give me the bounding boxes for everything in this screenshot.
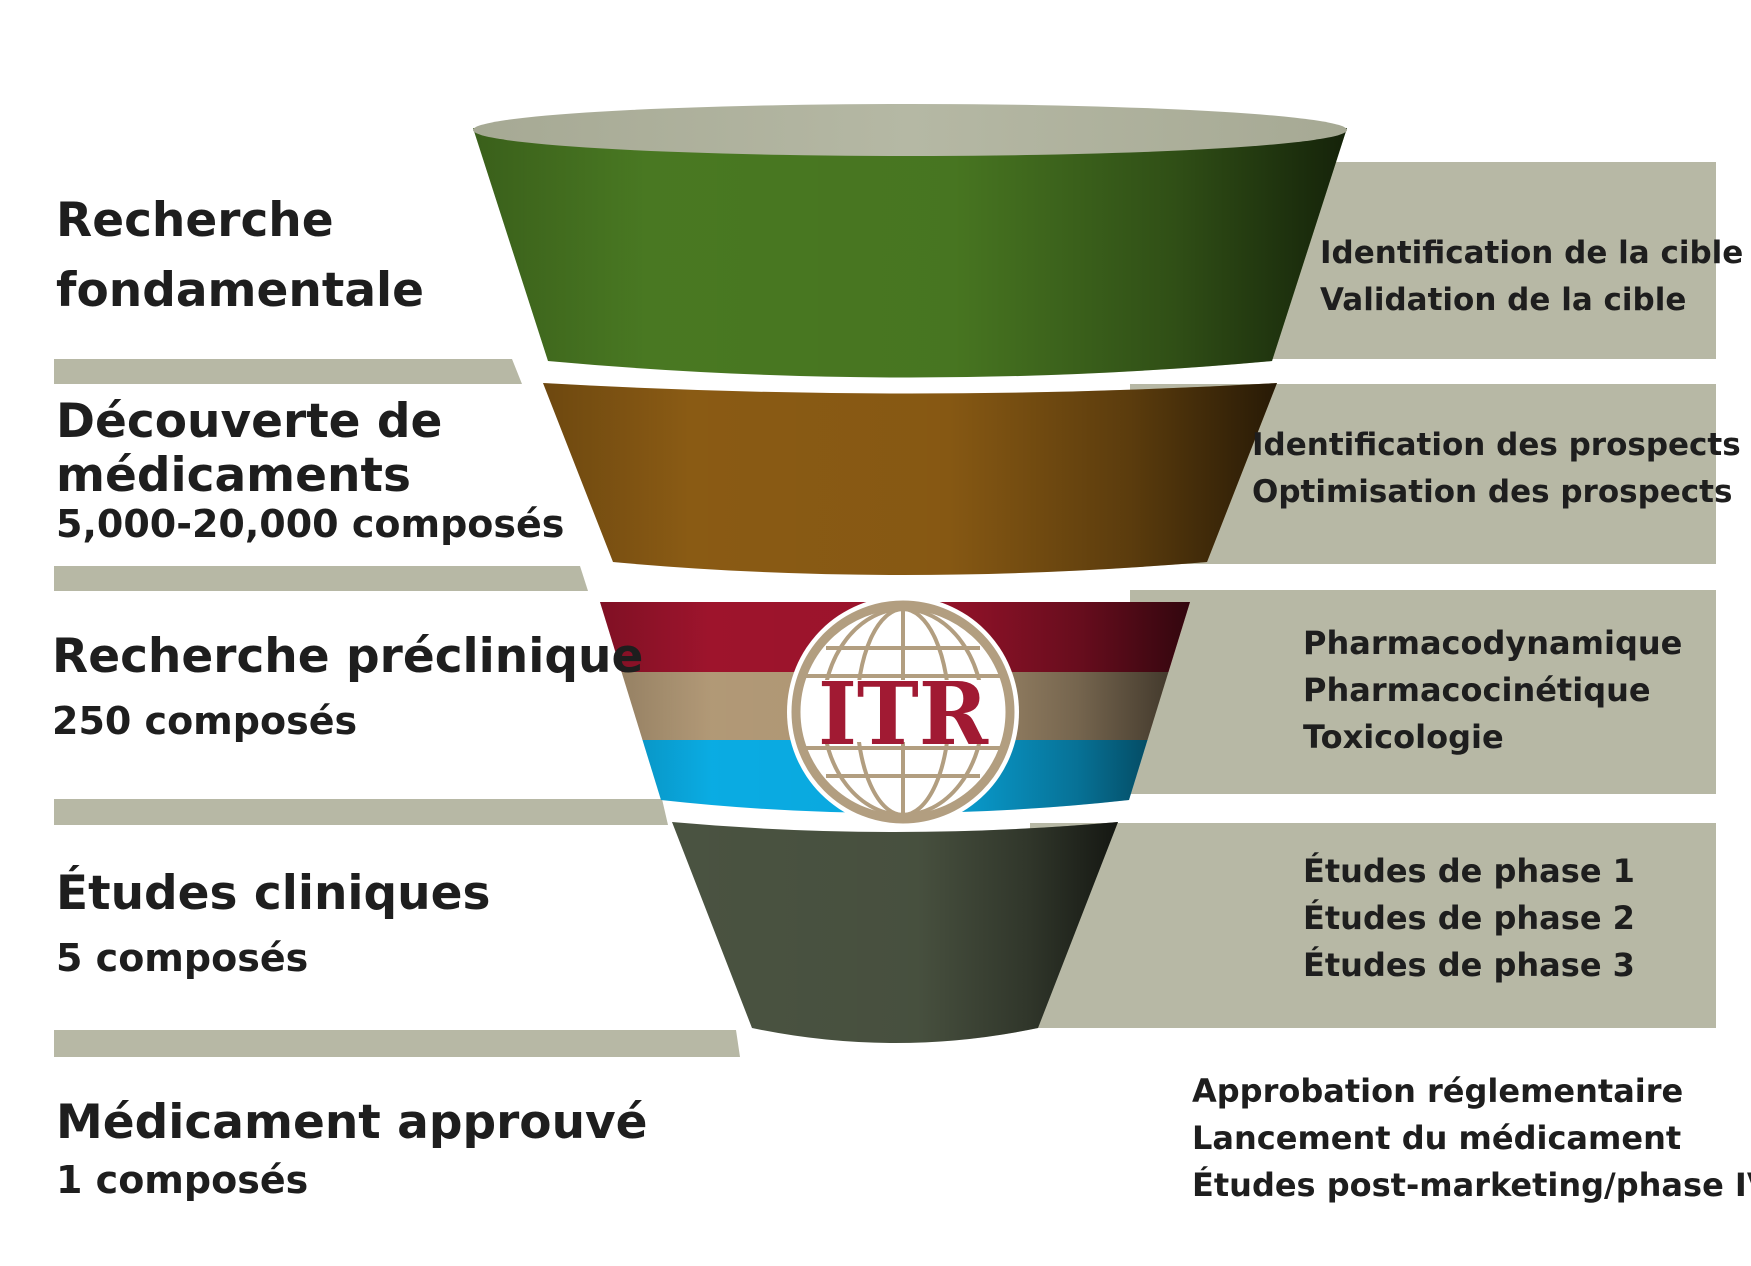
funnel-segment-drug-discovery: [543, 383, 1277, 575]
stage-5-title: Médicament approuvé: [56, 1096, 648, 1150]
stage-title-line: Recherche préclinique: [52, 629, 644, 684]
step-item: Toxicologie: [1303, 718, 1504, 756]
stage-3-steps: Pharmacodynamique Pharmacocinétique Toxi…: [1303, 620, 1682, 761]
step-item: Pharmacodynamique: [1303, 624, 1683, 662]
stage-title-line: Découverte de: [56, 394, 443, 449]
funnel-rim: [473, 104, 1347, 156]
divider-bar: [54, 359, 522, 384]
step-item: Pharmacocinétique: [1303, 671, 1651, 709]
step-item: Études de phase 1: [1303, 852, 1635, 890]
step-item: Études de phase 2: [1303, 899, 1635, 937]
logo-text: ITR: [818, 664, 989, 765]
step-item: Lancement du médicament: [1192, 1119, 1682, 1157]
stage-3-panel: [1130, 590, 1716, 794]
itr-globe-logo: ITR: [787, 596, 1019, 828]
stage-title-line: médicaments: [56, 448, 411, 503]
stage-3-title: Recherche préclinique: [52, 630, 643, 684]
step-item: Approbation réglementaire: [1192, 1072, 1684, 1110]
stage-title-line: Recherche: [56, 193, 334, 248]
stage-title-line: fondamentale: [56, 263, 425, 318]
stage-title-line: Études cliniques: [56, 866, 491, 921]
step-item: Études post-marketing/phase IV: [1192, 1166, 1751, 1204]
step-item: Études de phase 3: [1303, 946, 1635, 984]
step-item: Identification de la cible: [1320, 235, 1744, 271]
stage-3-count: 250 composés: [52, 699, 358, 743]
stage-4-panel: [1030, 823, 1716, 1028]
stage-title-line: Médicament approuvé: [56, 1095, 648, 1150]
stage-4-title: Études cliniques: [56, 867, 491, 921]
funnel-segment-fundamental-research: [473, 104, 1347, 378]
stage-2-steps: Identification des prospects Optimisatio…: [1252, 422, 1741, 516]
globe-ring: [791, 600, 1015, 824]
stage-4-count: 5 composés: [56, 936, 309, 980]
stage-4-steps: Études de phase 1 Études de phase 2 Étud…: [1303, 848, 1635, 989]
step-item: Validation de la cible: [1320, 282, 1687, 318]
stage-1-steps: Identification de la cible Validation de…: [1320, 230, 1743, 324]
funnel-segment-clinical-studies: [672, 822, 1118, 1043]
step-item: Optimisation des prospects: [1252, 474, 1733, 510]
logo-text-backdrop: [815, 680, 991, 742]
stage-2-title: Découverte de médicaments: [56, 395, 442, 503]
step-item: Identification des prospects: [1252, 427, 1741, 463]
stage-5-count: 1 composés: [56, 1158, 309, 1202]
divider-bar: [54, 566, 588, 591]
divider-bar: [54, 799, 668, 825]
stage-5-steps: Approbation réglementaire Lancement du m…: [1192, 1068, 1751, 1209]
stage-2-count: 5,000-20,000 composés: [56, 502, 565, 546]
divider-bar: [54, 1030, 740, 1057]
stage-1-title: Recherche fondamentale: [56, 194, 424, 318]
